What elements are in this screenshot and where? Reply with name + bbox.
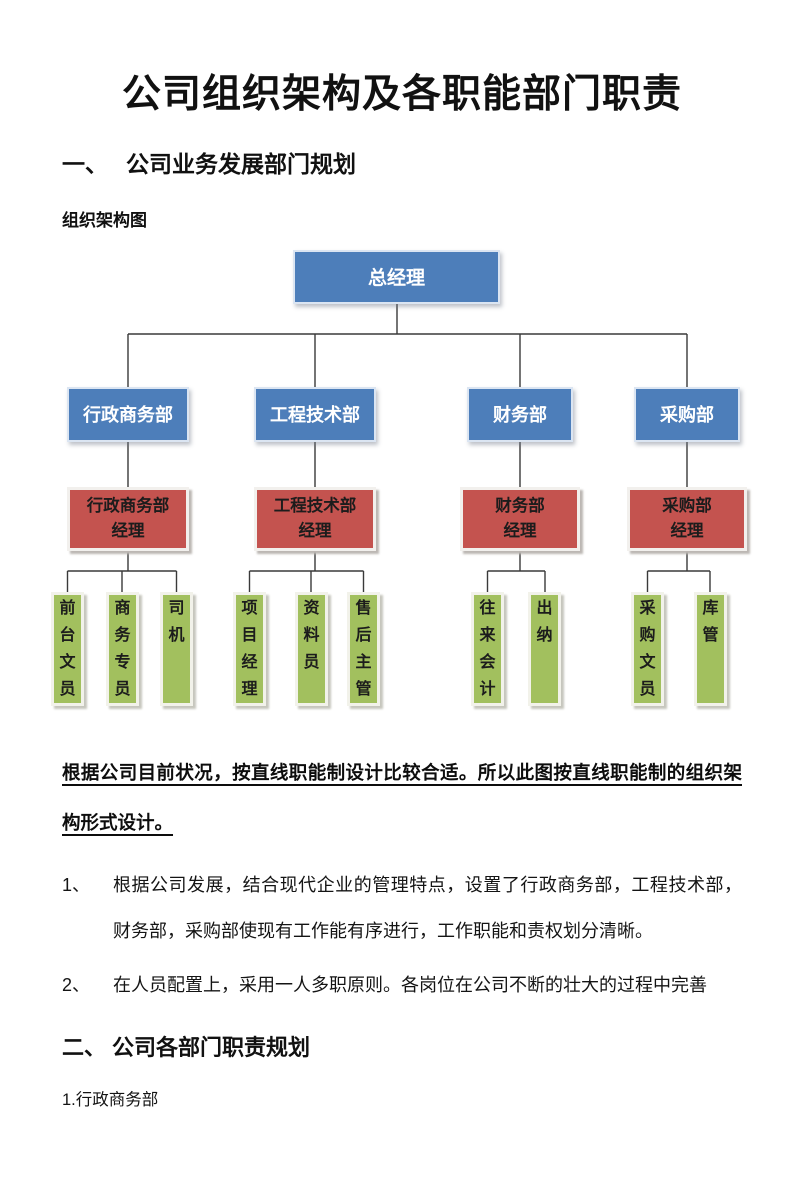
connector-lines [66,303,711,592]
design-note: 根据公司目前状况，按直线职能制设计比较合适。所以此图按直线职能制的组织架构形式设… [62,761,742,833]
section2-title: 公司各部门职责规划 [112,1034,311,1060]
list-item-number: 2、 [62,974,91,995]
org-node-staff-cashier: 出纳 [528,591,561,706]
org-node-staff-after-sales-supervisor: 售后主管 [347,591,380,706]
org-node-manager-finance: 财务部 经理 [460,486,580,551]
org-node-staff-purchasing-clerk: 采购文员 [631,591,664,706]
org-node-staff-business-specialist: 商务专员 [106,591,139,706]
org-node-dept-purchasing: 采购部 [634,386,740,442]
org-node-dept-finance: 财务部 [467,386,573,442]
list-item-number: 1、 [62,874,91,895]
manager-title-line1: 行政商务部 [86,497,170,516]
org-node-staff-front-desk-clerk: 前台文员 [51,591,84,706]
document-title: 公司组织架构及各职能部门职责 [121,73,682,116]
org-node-staff-driver: 司机 [160,591,193,706]
org-node-dept-admin-business: 行政商务部 [67,386,189,442]
manager-title-line2: 经理 [298,521,332,540]
org-chart-label: 组织架构图 [62,210,147,230]
manager-title-line1: 工程技术部 [273,497,357,516]
list-item-text: 在人员配置上，采用一人多职原则。各岗位在公司不断的壮大的过程中完善 [113,974,707,995]
org-node-dept-engineering-tech: 工程技术部 [254,386,376,442]
list-item: 1、 根据公司发展，结合现代企业的管理特点，设置了行政商务部，工程技术部，财务部… [62,862,742,954]
org-node-manager-engineering-tech: 工程技术部 经理 [254,486,376,551]
section2-number: 二、 [62,1034,107,1060]
manager-title-line2: 经理 [670,521,704,540]
org-node-staff-accounts-clerk: 往来会计 [471,591,504,706]
org-node-general-manager: 总经理 [293,249,500,304]
list-item-text: 根据公司发展，结合现代企业的管理特点，设置了行政商务部，工程技术部，财务部，采购… [113,874,742,941]
org-node-staff-project-manager: 项目经理 [233,591,266,706]
org-chart-connectors [66,303,711,592]
org-node-manager-purchasing: 采购部 经理 [627,486,747,551]
subsection-heading: 1.行政商务部 [62,1090,159,1109]
org-chart: 总经理 行政商务部 工程技术部 财务部 采购部 行政商务部 经理 工程技术部 经… [50,244,750,722]
section1-number: 一、 [62,150,108,177]
list-item: 2、 在人员配置上，采用一人多职原则。各岗位在公司不断的壮大的过程中完善 [62,962,742,1008]
org-node-manager-admin-business: 行政商务部 经理 [67,486,189,551]
document-page: 公司组织架构及各职能部门职责 一、公司业务发展部门规划 组织架构图 总经理 行政… [0,72,800,1203]
manager-title-line2: 经理 [503,521,537,540]
manager-title-line1: 采购部 [662,497,712,516]
section1-title: 公司业务发展部门规划 [126,150,356,177]
section1-heading: 一、公司业务发展部门规划 [62,145,742,179]
org-node-staff-warehouse-keeper: 库管 [694,591,727,706]
manager-title-line1: 财务部 [495,497,545,516]
org-node-staff-document-clerk: 资料员 [295,591,328,706]
section2-heading: 二、公司各部门职责规划 [62,1030,742,1062]
numbered-list: 1、 根据公司发展，结合现代企业的管理特点，设置了行政商务部，工程技术部，财务部… [62,862,742,1008]
manager-title-line2: 经理 [111,521,145,540]
